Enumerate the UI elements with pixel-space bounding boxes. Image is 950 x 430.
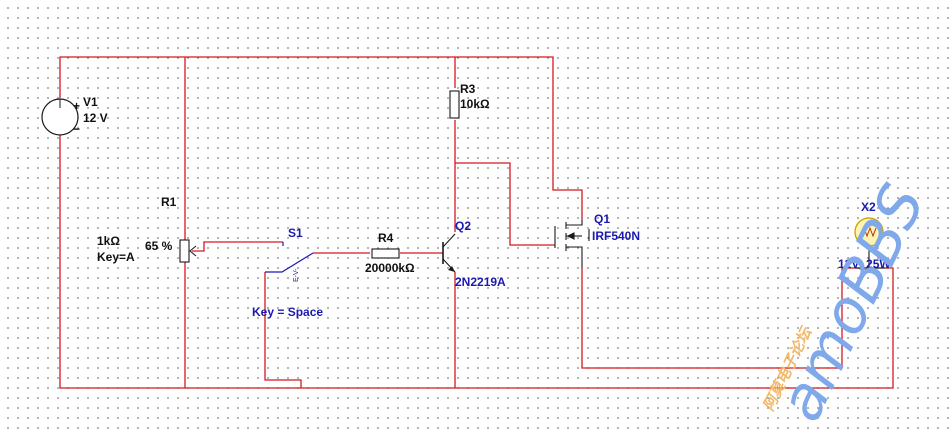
v1-ref-label: V1: [83, 95, 98, 109]
battery-plus: +: [73, 99, 80, 113]
q1-body-arrow: [566, 232, 575, 240]
r4-ref-label: R4: [378, 231, 394, 245]
switch-s1[interactable]: E-V- S1 Key = Space: [252, 226, 323, 319]
battery-minus: −: [73, 122, 80, 136]
r3-value-label: 10kΩ: [460, 97, 490, 111]
r1-value-label: 1kΩ: [97, 234, 120, 248]
wire-top-rail: [59, 56, 583, 220]
switch-marker: E-V-: [293, 268, 300, 282]
lamp-filament: [860, 226, 877, 238]
q1-model-label: IRF540N: [592, 229, 640, 243]
s1-key-label: Key = Space: [252, 305, 323, 319]
v1-value-label: 12 V: [83, 111, 108, 125]
s1-ref-label: S1: [288, 226, 303, 240]
q1-ref-label: Q1: [594, 212, 610, 226]
x2-ref-label: X2: [861, 200, 876, 214]
resistor-r3[interactable]: R3 10kΩ: [449, 82, 490, 119]
battery-v1[interactable]: + − V1 12 V: [41, 95, 108, 136]
q1-source-lead: [566, 246, 583, 268]
wires: [59, 56, 894, 389]
x2-value-label: 12V_25W: [838, 257, 891, 271]
wire-bottom-rail: [59, 120, 894, 389]
watermark: 阿莫电子论坛 amoBBS: [759, 174, 939, 430]
q2-ref-label: Q2: [455, 219, 471, 233]
wire-s1-common: [264, 272, 302, 388]
wire-collector-node: [455, 162, 555, 246]
q1-drain-lead: [566, 220, 583, 226]
r3-ref-label: R3: [460, 82, 476, 96]
r1-setting-label: 65 %: [145, 239, 173, 253]
resistor-r4[interactable]: R4 20000kΩ: [365, 231, 415, 275]
q2-emitter-arrow: [448, 266, 455, 272]
r1-key-label: Key=A: [97, 250, 135, 264]
potentiometer-wiper-arrow: [189, 245, 197, 257]
q2-collector-lead: [442, 233, 456, 248]
mosfet-q1[interactable]: Q1 IRF540N: [554, 212, 640, 268]
q2-model-label: 2N2219A: [455, 275, 506, 289]
potentiometer-r1[interactable]: R1 1kΩ Key=A 65 %: [97, 195, 197, 264]
watermark-logo-text: amoBBS: [766, 174, 940, 430]
wire-drain-lamp: [581, 267, 855, 369]
r4-value-label: 20000kΩ: [365, 261, 415, 275]
resistor-body: [371, 248, 400, 259]
transistor-q2[interactable]: Q2 2N2219A: [442, 219, 506, 289]
r1-ref-label: R1: [161, 195, 177, 209]
wire-wiper: [192, 241, 283, 252]
potentiometer-body: [179, 239, 190, 263]
resistor-body: [449, 90, 460, 119]
switch-lever: [265, 252, 314, 273]
lamp-x2[interactable]: X2 12V_25W: [838, 200, 891, 271]
